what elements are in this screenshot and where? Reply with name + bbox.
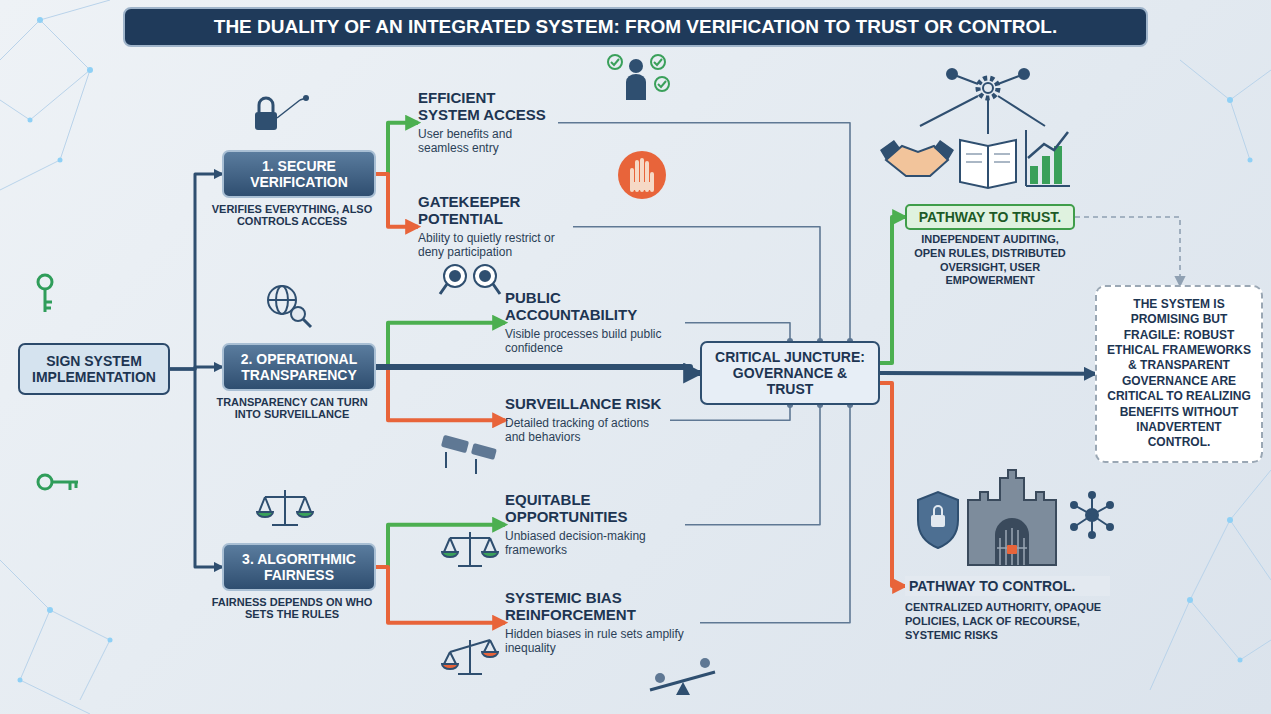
outcome-body: Unbiased decision-making frameworks (505, 529, 685, 558)
castle-icon (968, 470, 1056, 565)
connector (376, 174, 418, 227)
stage-caption: VERIFIES EVERYTHING, ALSO CONTROLS ACCES… (210, 203, 374, 227)
outcome-body: Ability to quietly restrict or deny part… (418, 231, 573, 260)
scales-icon (257, 490, 313, 525)
outcome-body: Visible processes build public confidenc… (505, 327, 685, 356)
connector (1075, 217, 1180, 285)
pathway-box: PATHWAY TO CONTROL.CENTRALIZED AUTHORITY… (905, 576, 1110, 596)
user-check-icon (608, 55, 669, 100)
outcome-text: SURVEILLANCE RISK Detailed tracking of ac… (505, 396, 670, 445)
source-box: SIGN SYSTEM IMPLEMENTATION (18, 343, 170, 395)
node-text: CRITICAL JUNCTURE: GOVERNANCE & TRUST (710, 349, 870, 397)
centralized-network-icon (1071, 492, 1113, 538)
node-text: THE SYSTEM IS PROMISING BUT FRAGILE: ROB… (1107, 297, 1251, 451)
outcome-heading: SYSTEMIC BIAS REINFORCEMENT (505, 590, 700, 624)
outcome-body: Hidden biases in rule sets amplify inequ… (505, 627, 700, 656)
connector (376, 123, 418, 174)
connector (376, 567, 505, 623)
connector (685, 323, 790, 341)
stage-heading: 3. ALGORITHMIC FAIRNESS (230, 551, 368, 583)
pathway-box: PATHWAY TO TRUST.INDEPENDENT AUDITING, O… (905, 204, 1075, 230)
book-icon (960, 140, 1016, 188)
pathway-body: INDEPENDENT AUDITING, OPEN RULES, DISTRI… (907, 233, 1073, 288)
connector (170, 369, 222, 567)
connector (685, 405, 820, 525)
connector (376, 525, 505, 567)
node-text: SIGN SYSTEM IMPLEMENTATION (28, 353, 160, 385)
diagram-title: THE DUALITY OF AN INTEGRATED SYSTEM: FRO… (123, 7, 1148, 47)
stage-box: 1. SECURE VERIFICATIONVERIFIES EVERYTHIN… (222, 150, 376, 198)
connector (376, 323, 505, 367)
connector (880, 217, 905, 363)
eyes-icon (440, 265, 500, 294)
connector (376, 367, 700, 373)
stage-caption: TRANSPARENCY CAN TURN INTO SURVEILLANCE (210, 396, 374, 420)
growth-chart-icon (1026, 130, 1070, 186)
gear-network-icon (920, 69, 1045, 134)
handshake-icon (880, 140, 954, 176)
conclusion-box: THE SYSTEM IS PROMISING BUT FRAGILE: ROB… (1095, 285, 1263, 463)
background-dots (18, 17, 1253, 683)
outcome-text: GATEKEEPER POTENTIAL Ability to quietly r… (418, 194, 573, 259)
outcome-text: PUBLIC ACCOUNTABILITY Visible processes b… (505, 290, 685, 355)
outcome-body: Detailed tracking of actions and behavio… (505, 416, 670, 445)
seesaw-icon (650, 658, 715, 695)
outcome-text: SYSTEMIC BIAS REINFORCEMENT Hidden biases… (505, 590, 700, 655)
outcome-heading: EFFICIENT SYSTEM ACCESS (418, 90, 558, 124)
connector (376, 367, 505, 420)
stage-heading: 2. OPERATIONAL TRANSPARENCY (230, 351, 368, 383)
outcome-heading: GATEKEEPER POTENTIAL (418, 194, 573, 228)
pathway-body: CENTRALIZED AUTHORITY, OPAQUE POLICIES, … (905, 601, 1110, 642)
camera-icon (441, 435, 497, 474)
stage-box: 2. OPERATIONAL TRANSPARENCYTRANSPARENCY … (222, 343, 376, 391)
pathway-heading: PATHWAY TO TRUST. (913, 209, 1067, 225)
outcome-text: EFFICIENT SYSTEM ACCESS User benefits and… (418, 90, 558, 155)
connector (880, 383, 905, 586)
globe-icon (268, 286, 311, 327)
connector (880, 371, 1095, 376)
lock-icon (255, 95, 309, 130)
connector (670, 405, 790, 420)
stage-caption: FAIRNESS DEPENDS ON WHO SETS THE RULES (210, 596, 374, 620)
outcome-heading: EQUITABLE OPPORTUNITIES (505, 492, 685, 526)
connector (573, 227, 820, 341)
balanced-scales-icon (442, 532, 498, 566)
tilted-scales-icon (442, 640, 498, 674)
shield-lock-icon (918, 492, 958, 548)
outcome-heading: PUBLIC ACCOUNTABILITY (505, 290, 685, 324)
stage-box: 3. ALGORITHMIC FAIRNESSFAIRNESS DEPENDS … (222, 543, 376, 591)
stage-heading: 1. SECURE VERIFICATION (230, 158, 368, 190)
outcome-text: EQUITABLE OPPORTUNITIES Unbiased decision… (505, 492, 685, 557)
pathway-heading: PATHWAY TO CONTROL. (909, 578, 1106, 594)
stop-hand-icon (618, 151, 666, 199)
juncture-box: CRITICAL JUNCTURE: GOVERNANCE & TRUST (700, 341, 880, 405)
outcome-body: User benefits and seamless entry (418, 127, 558, 156)
connector (700, 405, 850, 623)
outcome-heading: SURVEILLANCE RISK (505, 396, 670, 413)
